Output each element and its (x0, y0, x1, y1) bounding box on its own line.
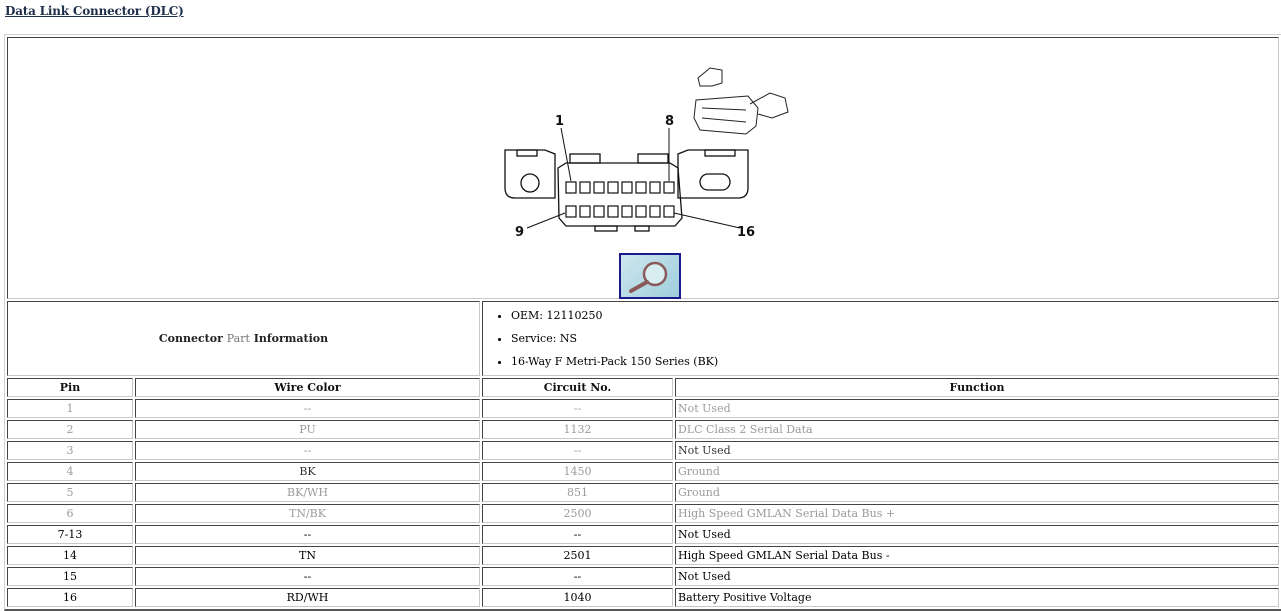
pin-row-top (565, 181, 675, 194)
pin-cell: 16 (7, 588, 133, 607)
circuit-cell: -- (482, 441, 673, 460)
table-row: 3 -- -- Not Used (7, 441, 1279, 460)
pin-label-8: 8 (665, 114, 674, 129)
oem-number: OEM: 12110250 (511, 304, 1276, 327)
circuit-cell: 2500 (482, 504, 673, 523)
table-row: 7-13 -- -- Not Used (7, 525, 1279, 544)
function-cell: High Speed GMLAN Serial Data Bus - (675, 546, 1279, 565)
connector-part-info-label: Connector Part Information (7, 301, 480, 376)
function-cell: High Speed GMLAN Serial Data Bus + (675, 504, 1279, 523)
function-cell: Not Used (675, 441, 1279, 460)
table-header-row: Pin Wire Color Circuit No. Function (7, 378, 1279, 397)
wire-color-cell: -- (135, 441, 480, 460)
pin-cell: 1 (7, 399, 133, 418)
function-cell: Ground (675, 462, 1279, 481)
wire-color-cell: -- (135, 525, 480, 544)
pin-label-16: 16 (737, 225, 755, 240)
pin-cell: 3 (7, 441, 133, 460)
table-row: 2 PU 1132 DLC Class 2 Serial Data (7, 420, 1279, 439)
wire-color-cell: PU (135, 420, 480, 439)
pin-cell: 7-13 (7, 525, 133, 544)
pin-cell: 5 (7, 483, 133, 502)
function-cell: Ground (675, 483, 1279, 502)
function-cell: Not Used (675, 525, 1279, 544)
function-cell: Not Used (675, 399, 1279, 418)
connector-description: 16-Way F Metri-Pack 150 Series (BK) (511, 350, 1276, 373)
connector-diagram: 1 8 9 16 (504, 67, 789, 240)
wire-color-cell: -- (135, 567, 480, 586)
function-cell: Not Used (675, 567, 1279, 586)
pin-cell: 14 (7, 546, 133, 565)
connector-figure-cell: 1 8 9 16 (7, 37, 1279, 299)
header-circuit-no: Circuit No. (482, 378, 673, 397)
function-cell: DLC Class 2 Serial Data (675, 420, 1279, 439)
dlc-table: 1 8 9 16 (4, 34, 1281, 611)
table-row: 6 TN/BK 2500 High Speed GMLAN Serial Dat… (7, 504, 1279, 523)
pin-label-1: 1 (555, 114, 564, 129)
table-row: 15 -- -- Not Used (7, 567, 1279, 586)
pin-cell: 6 (7, 504, 133, 523)
table-row: 14 TN 2501 High Speed GMLAN Serial Data … (7, 546, 1279, 565)
wire-color-cell: TN/BK (135, 504, 480, 523)
table-row: 5 BK/WH 851 Ground (7, 483, 1279, 502)
pin-cell: 4 (7, 462, 133, 481)
circuit-cell: 1040 (482, 588, 673, 607)
pin-label-9: 9 (515, 225, 524, 240)
wire-color-cell: BK/WH (135, 483, 480, 502)
wire-color-cell: -- (135, 399, 480, 418)
table-row: 1 -- -- Not Used (7, 399, 1279, 418)
circuit-cell: 851 (482, 483, 673, 502)
page-title[interactable]: Data Link Connector (DLC) (5, 4, 184, 18)
circuit-cell: -- (482, 399, 673, 418)
service-number: Service: NS (511, 327, 1276, 350)
wire-color-cell: TN (135, 546, 480, 565)
connector-part-info-list-cell: OEM: 12110250 Service: NS 16-Way F Metri… (482, 301, 1279, 376)
circuit-cell: 1450 (482, 462, 673, 481)
circuit-cell: 2501 (482, 546, 673, 565)
pin-cell: 2 (7, 420, 133, 439)
function-cell: Battery Positive Voltage (675, 588, 1279, 607)
table-row: 4 BK 1450 Ground (7, 462, 1279, 481)
magnifier-icon (629, 261, 668, 293)
header-wire-color: Wire Color (135, 378, 480, 397)
circuit-cell: -- (482, 567, 673, 586)
header-pin: Pin (7, 378, 133, 397)
connector-part-info-list: OEM: 12110250 Service: NS 16-Way F Metri… (485, 304, 1276, 373)
zoom-image-button[interactable] (619, 253, 681, 299)
pin-cell: 15 (7, 567, 133, 586)
wire-color-cell: BK (135, 462, 480, 481)
pin-row-bottom (565, 205, 675, 218)
table-row: 16 RD/WH 1040 Battery Positive Voltage (7, 588, 1279, 607)
header-function: Function (675, 378, 1279, 397)
circuit-cell: -- (482, 525, 673, 544)
connector-3d-icon (693, 67, 789, 135)
wire-color-cell: RD/WH (135, 588, 480, 607)
circuit-cell: 1132 (482, 420, 673, 439)
